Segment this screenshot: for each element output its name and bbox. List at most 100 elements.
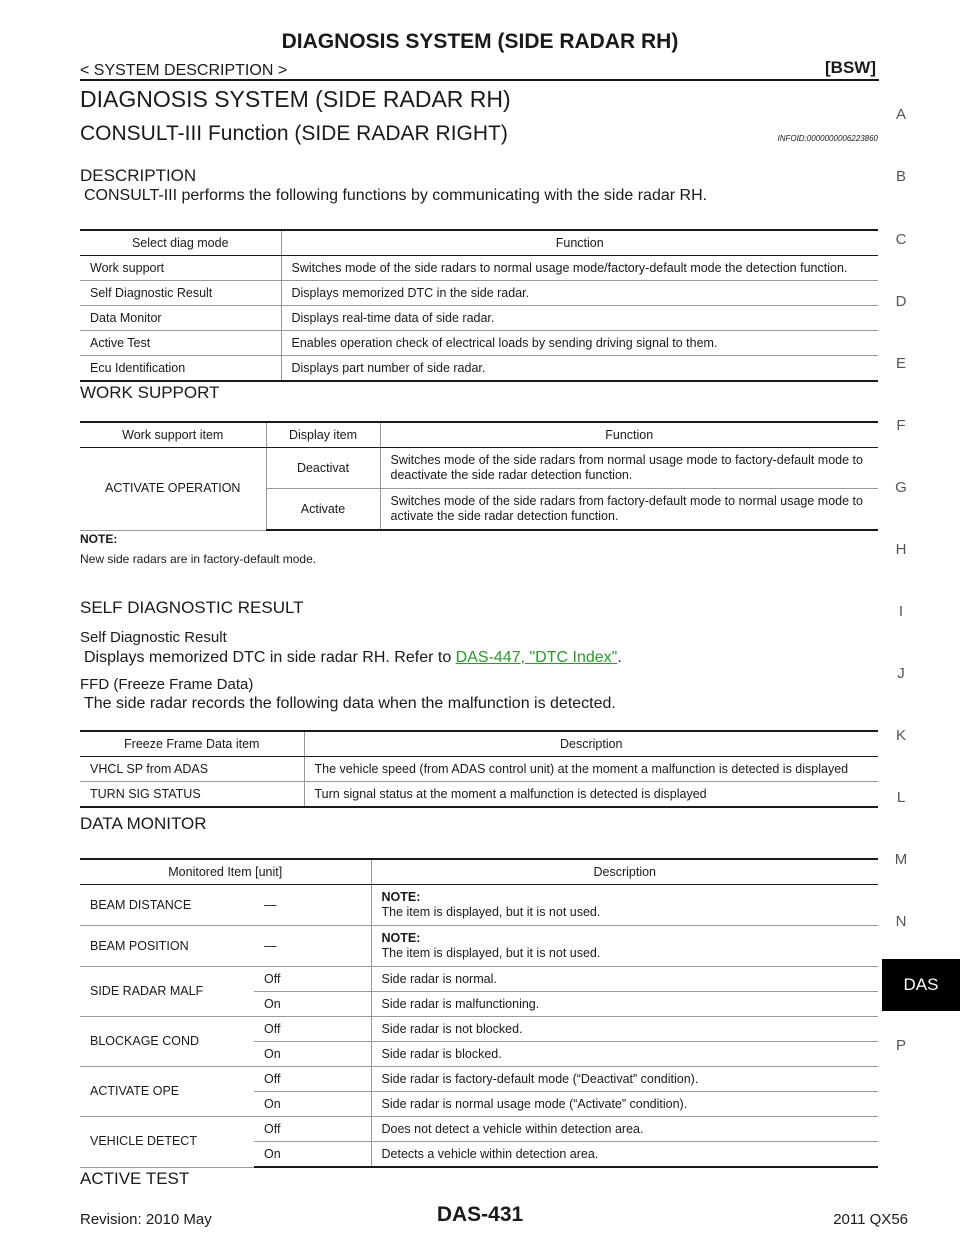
table-cell: Enables operation check of electrical lo… xyxy=(280,330,878,356)
page-title: DIAGNOSIS SYSTEM (SIDE RADAR RH) xyxy=(80,86,511,112)
sidebar-tab-das[interactable]: DAS xyxy=(882,959,960,1011)
table-cell: SIDE RADAR MALF xyxy=(80,966,254,1017)
table-cell: On xyxy=(254,1041,371,1067)
note-text: New side radars are in factory-default m… xyxy=(80,552,317,566)
sidebar-letter-k[interactable]: K xyxy=(895,727,906,744)
column-header: Function xyxy=(280,229,878,256)
table-cell: ACTIVATE OPE xyxy=(80,1066,254,1117)
table-row: Work support Switches mode of the side r… xyxy=(80,255,878,281)
sidebar-letter-l[interactable]: L xyxy=(896,789,906,806)
table-cell: On xyxy=(254,991,371,1017)
data-monitor-heading: DATA MONITOR xyxy=(80,814,207,833)
column-header: Description xyxy=(370,858,878,885)
ffd-subheading: FFD (Freeze Frame Data) xyxy=(80,676,254,693)
self-diag-text-suffix: . xyxy=(617,649,622,666)
sidebar-letter-f[interactable]: F xyxy=(896,417,906,434)
table-row: BEAM DISTANCE — NOTE:The item is display… xyxy=(80,884,878,926)
table-row: Active Test Enables operation check of e… xyxy=(80,330,878,356)
table-cell: Side radar is normal. xyxy=(370,966,878,992)
table-cell: BEAM POSITION xyxy=(80,925,254,967)
table-cell: On xyxy=(254,1091,371,1117)
table-cell: — xyxy=(254,925,371,967)
page-header-title: DIAGNOSIS SYSTEM (SIDE RADAR RH) xyxy=(281,30,679,53)
table-cell: Off xyxy=(254,1116,371,1142)
note-text: The item is displayed, but it is not use… xyxy=(381,905,601,919)
table-cell: Data Monitor xyxy=(80,305,281,331)
sidebar-letter-h[interactable]: H xyxy=(895,541,907,558)
table-row: Activate Switches mode of the side radar… xyxy=(80,488,878,531)
info-id: INFOID:0000000006223860 xyxy=(777,134,878,143)
self-diag-text: Displays memorized DTC in side radar RH.… xyxy=(84,649,622,667)
column-header: Description xyxy=(303,730,878,757)
table-cell: Turn signal status at the moment a malfu… xyxy=(303,781,878,808)
table-cell: Side radar is normal usage mode (“Activa… xyxy=(370,1091,878,1117)
table-row: On Side radar is blocked. xyxy=(80,1041,878,1067)
sidebar-letter-j[interactable]: J xyxy=(897,665,905,682)
table-cell: ACTIVATE OPERATION xyxy=(80,447,266,531)
diag-mode-table: Select diag mode Function Work support S… xyxy=(80,229,878,382)
header-divider xyxy=(80,79,879,81)
table-cell: NOTE:The item is displayed, but it is no… xyxy=(370,925,878,967)
sidebar-letter-p[interactable]: P xyxy=(895,1037,906,1054)
table-cell: Side radar is blocked. xyxy=(370,1041,878,1067)
table-cell: Detects a vehicle within detection area. xyxy=(370,1141,878,1168)
table-cell: Activate xyxy=(265,488,380,531)
section-title: CONSULT-III Function (SIDE RADAR RIGHT) xyxy=(80,122,508,145)
table-cell: Self Diagnostic Result xyxy=(80,280,281,306)
table-cell: On xyxy=(254,1141,371,1168)
note-label: NOTE: xyxy=(381,931,421,945)
footer-model: 2011 QX56 xyxy=(833,1211,908,1228)
note-text: The item is displayed, but it is not use… xyxy=(381,946,601,960)
active-test-heading: ACTIVE TEST xyxy=(80,1169,190,1188)
table-cell: Displays real-time data of side radar. xyxy=(280,305,878,331)
table-cell: TURN SIG STATUS xyxy=(80,781,304,808)
dtc-index-link[interactable]: DAS-447, "DTC Index" xyxy=(455,649,618,666)
table-cell: Side radar is factory-default mode (“Dea… xyxy=(370,1066,878,1092)
table-row: ACTIVATE OPE Off Side radar is factory-d… xyxy=(80,1066,878,1117)
table-cell: Active Test xyxy=(80,330,281,356)
sidebar-letter-n[interactable]: N xyxy=(895,913,907,930)
table-cell: Ecu Identification xyxy=(80,355,281,382)
sidebar-letter-g[interactable]: G xyxy=(895,479,907,496)
sidebar-letter-e[interactable]: E xyxy=(895,355,906,372)
table-cell: VHCL SP from ADAS xyxy=(80,756,304,782)
table-row: On Side radar is normal usage mode (“Act… xyxy=(80,1091,878,1117)
column-header: Function xyxy=(379,421,878,448)
table-cell: Off xyxy=(254,966,371,992)
sidebar-letter-d[interactable]: D xyxy=(895,293,907,310)
table-cell: Switches mode of the side radars from fa… xyxy=(379,488,878,531)
table-cell: BEAM DISTANCE xyxy=(80,884,254,926)
table-cell: Side radar is not blocked. xyxy=(370,1016,878,1042)
table-cell: Off xyxy=(254,1066,371,1092)
column-header: Select diag mode xyxy=(80,229,281,256)
sidebar-letter-b[interactable]: B xyxy=(895,168,906,185)
note-label: NOTE: xyxy=(381,890,421,904)
footer-revision: Revision: 2010 May xyxy=(80,1211,212,1228)
self-diag-text-prefix: Displays memorized DTC in side radar RH.… xyxy=(84,649,456,666)
table-row: ACTIVATE OPERATION Deactivat Switches mo… xyxy=(80,447,878,531)
table-cell: The vehicle speed (from ADAS control uni… xyxy=(303,756,878,782)
table-cell: Does not detect a vehicle within detecti… xyxy=(370,1116,878,1142)
table-row: BLOCKAGE COND Off Side radar is not bloc… xyxy=(80,1016,878,1067)
page-number: DAS-431 xyxy=(436,1203,524,1226)
sidebar-letter-m[interactable]: M xyxy=(894,851,908,868)
table-cell: Side radar is malfunctioning. xyxy=(370,991,878,1017)
section-tag: [BSW] xyxy=(825,58,876,77)
table-row: On Detects a vehicle within detection ar… xyxy=(80,1141,878,1168)
self-diag-subheading: Self Diagnostic Result xyxy=(80,629,227,646)
table-cell: Displays part number of side radar. xyxy=(280,355,878,382)
table-row: Ecu Identification Displays part number … xyxy=(80,355,878,382)
description-heading: DESCRIPTION xyxy=(80,166,197,185)
table-cell: Displays memorized DTC in the side radar… xyxy=(280,280,878,306)
table-cell: Deactivat xyxy=(265,447,380,489)
table-cell: VEHICLE DETECT xyxy=(80,1116,254,1168)
column-header: Monitored Item [unit] xyxy=(80,858,371,885)
sidebar-letter-c[interactable]: C xyxy=(895,231,907,248)
self-diag-heading: SELF DIAGNOSTIC RESULT xyxy=(80,598,304,617)
table-cell: — xyxy=(254,884,371,926)
sidebar-letter-i[interactable]: I xyxy=(898,603,904,620)
table-cell: NOTE:The item is displayed, but it is no… xyxy=(370,884,878,926)
sidebar-letter-a[interactable]: A xyxy=(895,106,906,123)
table-cell: BLOCKAGE COND xyxy=(80,1016,254,1067)
table-row: VEHICLE DETECT Off Does not detect a veh… xyxy=(80,1116,878,1168)
